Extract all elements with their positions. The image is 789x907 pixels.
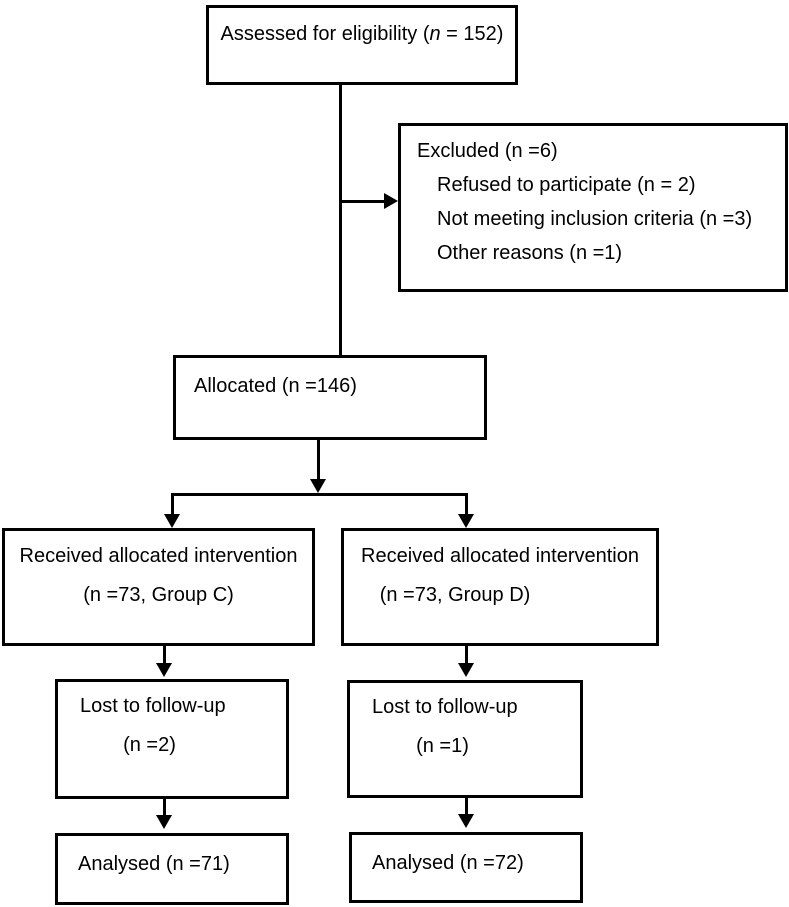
eligibility-n-symbol: n	[429, 23, 441, 45]
excluded-reason-refused: Refused to participate (n = 2)	[437, 174, 696, 196]
group-c-line2: (n =73, Group C)	[83, 584, 234, 606]
analysed-d-box: Analysed (n =72)	[349, 832, 583, 903]
connector-lost-c-to-analysed-c	[163, 799, 166, 816]
group-c-line1: Received allocated intervention	[19, 545, 298, 567]
branch-line	[171, 493, 468, 496]
arrowhead-group-d-icon	[458, 514, 474, 528]
connector-group-c-to-lost-c	[163, 646, 166, 664]
allocated-box: Allocated (n =146)	[173, 355, 487, 440]
connector-group-d-to-lost-d	[465, 646, 468, 664]
eligibility-text-suffix: = 152)	[440, 23, 504, 45]
arrowhead-lost-d-icon	[458, 663, 474, 677]
excluded-box: Excluded (n =6) Refused to participate (…	[398, 123, 788, 292]
arrowhead-excluded-icon	[384, 193, 398, 209]
lost-c-line1: Lost to follow-up	[80, 695, 226, 717]
lost-c-line2: (n =2)	[123, 734, 176, 756]
analysed-d-label: Analysed (n =72)	[372, 852, 524, 874]
arrowhead-branch-icon	[310, 479, 326, 493]
connector-allocated-to-branch	[317, 440, 320, 480]
eligibility-label: Assessed for eligibility (n = 152)	[209, 23, 515, 45]
excluded-reason-criteria: Not meeting inclusion criteria (n =3)	[437, 208, 753, 230]
analysed-c-label: Analysed (n =71)	[78, 853, 230, 875]
lost-d-line2: (n =1)	[416, 735, 469, 757]
arrowhead-lost-c-icon	[156, 663, 172, 677]
eligibility-box: Assessed for eligibility (n = 152)	[206, 5, 518, 85]
arrowhead-analysed-c-icon	[156, 815, 172, 829]
arrowhead-group-c-icon	[164, 514, 180, 528]
connector-eligibility-to-allocated	[339, 85, 342, 355]
arrowhead-analysed-d-icon	[458, 814, 474, 828]
connector-branch-to-group-c	[171, 495, 174, 515]
group-d-line1: Received allocated intervention	[361, 545, 639, 567]
allocated-label: Allocated (n =146)	[194, 375, 357, 397]
group-d-box: Received allocated intervention (n =73, …	[341, 528, 659, 646]
eligibility-text-prefix: Assessed for eligibility (	[220, 23, 430, 45]
lost-d-line1: Lost to follow-up	[372, 696, 518, 718]
excluded-reason-other: Other reasons (n =1)	[437, 242, 623, 264]
connector-branch-to-group-d	[465, 495, 468, 515]
connector-lost-d-to-analysed-d	[465, 798, 468, 815]
excluded-title: Excluded (n =6)	[417, 140, 558, 162]
lost-followup-d-box: Lost to follow-up (n =1)	[347, 680, 583, 798]
connector-to-excluded	[339, 200, 385, 203]
group-c-box: Received allocated intervention (n =73, …	[2, 528, 315, 646]
lost-followup-c-box: Lost to follow-up (n =2)	[55, 679, 289, 799]
analysed-c-box: Analysed (n =71)	[55, 833, 289, 905]
group-d-line2: (n =73, Group D)	[379, 584, 531, 606]
